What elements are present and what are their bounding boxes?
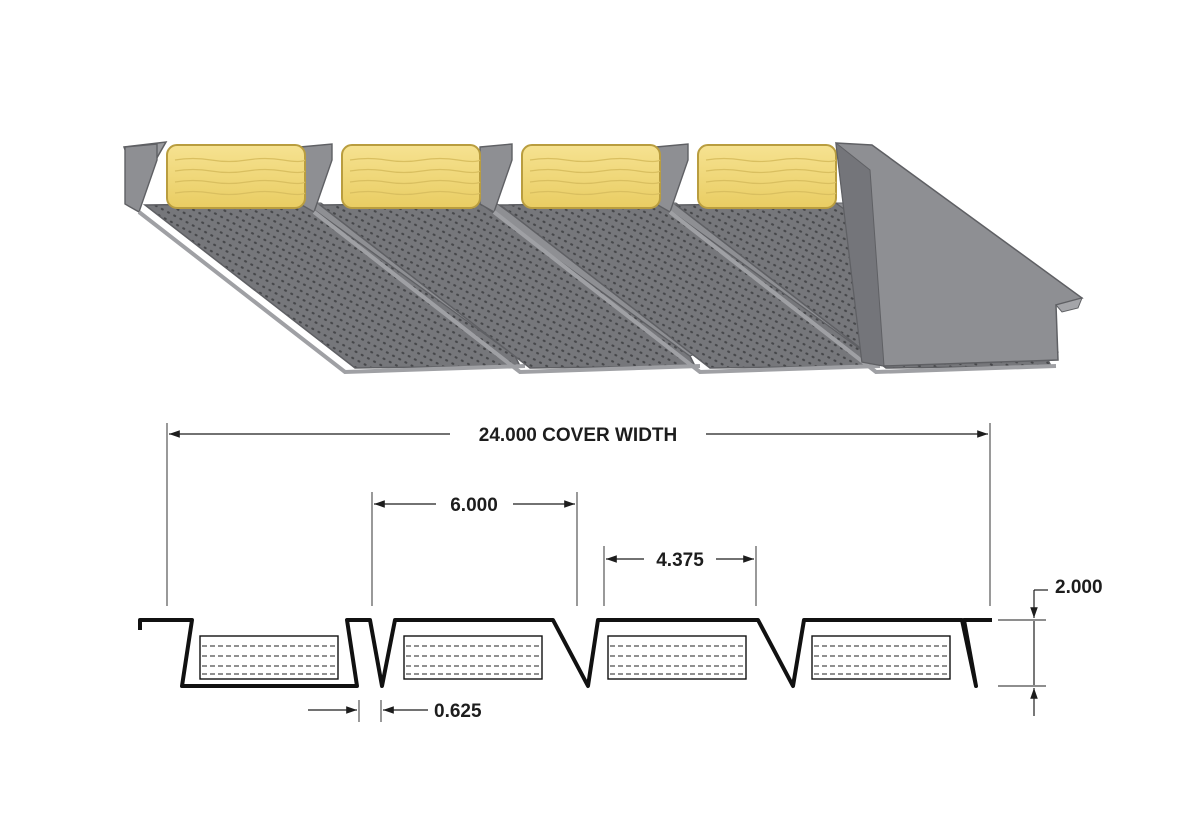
insulation-texture [349,190,481,196]
insulation-texture [349,157,481,163]
rib-opening-label: 0.625 [434,701,482,722]
pan-rim [668,210,1057,375]
panel-isometric-view [122,141,1084,375]
pan-rim [312,210,701,375]
insulation-section [403,635,543,680]
panel-cross-section [138,618,992,688]
insulation-section [199,635,339,680]
right-flange-lip [1055,297,1083,313]
insulation-texture [174,190,306,196]
rib-top [124,143,158,214]
insulation-block [697,144,837,209]
insulation-block [521,144,661,209]
depth-label: 2.000 [1055,577,1103,598]
cover-width-label: 24.000 COVER WIDTH [479,425,678,446]
pan-rim [137,210,526,375]
rib-spacing-label: 6.000 [450,495,498,516]
insulation-block [166,144,306,209]
insulation-texture [174,157,306,163]
insulation-texture [174,179,306,185]
insulation-texture [529,190,661,196]
insulation-block [341,144,481,209]
insulation-section [607,635,747,680]
insulation-texture [705,179,837,185]
insulation-texture [705,157,837,163]
insulation-texture [705,190,837,196]
insulation-texture [349,168,481,174]
pan-width-label: 4.375 [656,550,704,571]
insulation-texture [529,157,661,163]
pan-rim [492,210,881,375]
insulation-texture [349,179,481,185]
insulation-texture [174,168,306,174]
insulation-texture [529,168,661,174]
insulation-section [811,635,951,680]
insulation-texture [529,179,661,185]
dimension-lines: 24.000 COVER WIDTH 6.000 4.375 2.000 0.6… [166,423,1103,722]
insulation-texture [705,168,837,174]
steel-profile [138,618,992,688]
right-flange-face [835,141,885,367]
rib-top [479,143,513,214]
